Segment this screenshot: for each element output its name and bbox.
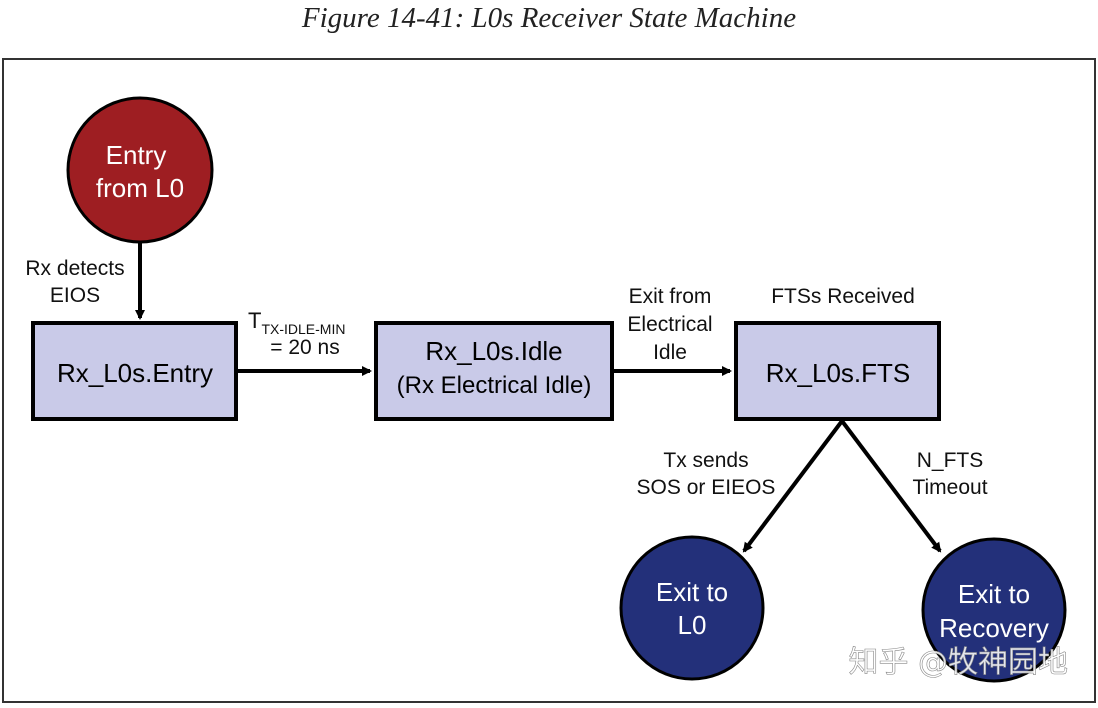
rx-entry-state: Rx_L0s.Entry [31, 321, 238, 421]
rx-idle-line2: (Rx Electrical Idle) [397, 372, 592, 399]
edge-exit-idle-line2: Electrical [627, 313, 712, 336]
entry-node: Entry from L0 [66, 96, 214, 244]
fts-received-label: FTSs Received [771, 285, 915, 308]
edge-nfts-line1: N_FTS [917, 449, 984, 472]
exit-recovery-line1: Exit to [958, 579, 1030, 609]
exit-recovery-line2: Recovery [939, 613, 1049, 643]
entry-node-line2: from L0 [96, 173, 184, 203]
entry-node-line1: Entry [106, 140, 167, 170]
exit-recovery-node: Exit to Recovery [921, 537, 1067, 683]
rx-fts-state: Rx_L0s.FTS [734, 321, 941, 421]
edge-idle-min-line2: = 20 ns [270, 336, 339, 359]
edge-eios-line2: EIOS [50, 284, 100, 307]
edge-nfts-arrow [840, 419, 942, 553]
exit-l0-node: Exit to L0 [619, 535, 765, 681]
watermark-text: 知乎 @牧神园地 [848, 645, 1068, 680]
exit-l0-line2: L0 [678, 610, 707, 640]
edge-tx-sends-line2: SOS or EIEOS [637, 476, 776, 499]
edge-eios-line1: Rx detects [25, 257, 124, 280]
edge-exit-idle-line3: Idle [653, 341, 687, 364]
edge-nfts-line2: Timeout [912, 476, 987, 499]
edge-tx-sends-line1: Tx sends [663, 449, 748, 472]
rx-idle-line1: Rx_L0s.Idle [425, 336, 562, 366]
figure-caption: Figure 14-41: L0s Receiver State Machine [301, 2, 797, 34]
rx-entry-label: Rx_L0s.Entry [57, 358, 213, 388]
rx-idle-state: Rx_L0s.Idle (Rx Electrical Idle) [374, 321, 614, 421]
edge-exit-idle-line1: Exit from [629, 285, 712, 308]
rx-fts-label: Rx_L0s.FTS [766, 358, 911, 388]
diagram-frame [2, 58, 1096, 703]
edge-idle-min-label: TTX-IDLE-MIN [248, 308, 345, 337]
edge-idle-min-t: T [248, 308, 261, 333]
edge-idle-min-subscript: TX-IDLE-MIN [261, 321, 345, 337]
edge-tx-sends-arrow [742, 419, 844, 553]
exit-l0-line1: Exit to [656, 577, 728, 607]
